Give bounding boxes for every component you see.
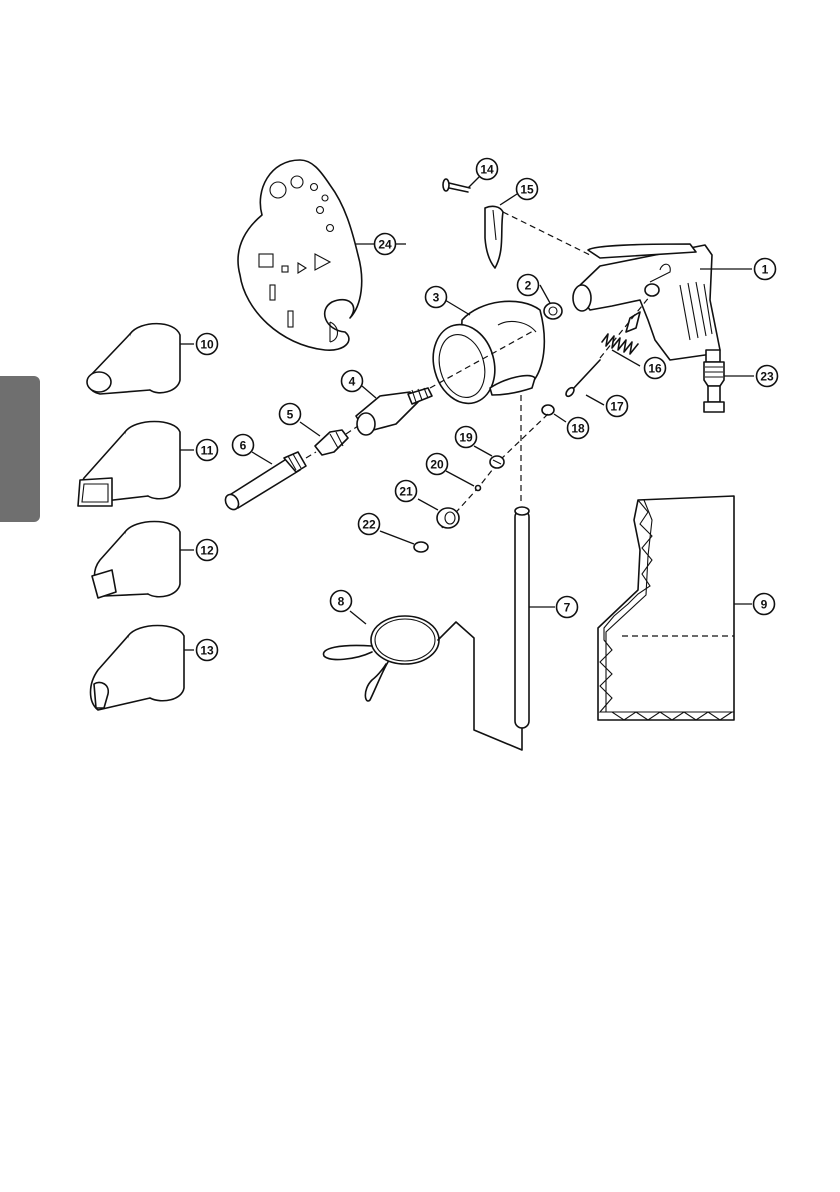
part-19-valve-cap [474,446,504,468]
callout-20: 20 [427,454,448,475]
callout-13: 13 [197,640,218,661]
part-3-container [425,300,545,410]
callout-16: 16 [645,358,666,379]
part-9-bag [598,496,752,720]
callout-2: 2 [518,275,539,296]
part-1-gun-body [573,244,752,360]
callout-number: 16 [648,362,662,376]
callout-number: 13 [200,644,214,658]
part-8-clip [323,611,522,750]
callout-12: 12 [197,540,218,561]
callout-number: 7 [564,601,571,615]
callout-number: 3 [433,291,440,305]
part-24-stencil [238,160,406,350]
part-18-washer [542,405,566,422]
callout-number: 2 [525,279,532,293]
part-7-hose [515,395,555,728]
callout-number: 10 [200,338,214,352]
callout-number: 8 [338,595,345,609]
callout-number: 21 [399,485,413,499]
callout-6: 6 [233,435,254,456]
part-16-spring [602,312,640,366]
callout-number: 24 [378,238,392,252]
callout-8: 8 [331,591,352,612]
part-22-ring [380,531,428,552]
callout-number: 14 [480,163,494,177]
callout-18: 18 [568,418,589,439]
part-12-nozzle [92,522,194,599]
callout-4: 4 [342,371,363,392]
callout-21: 21 [396,481,417,502]
callout-number: 11 [201,444,214,458]
callout-24: 24 [375,234,396,255]
callout-number: 6 [240,439,247,453]
callout-number: 17 [610,400,624,414]
part-4-coupling [356,386,432,435]
callout-9: 9 [754,594,775,615]
callout-11: 11 [197,440,218,461]
callout-number: 12 [200,544,214,558]
callout-number: 4 [349,375,356,389]
part-5-nozzle-tip [300,422,358,455]
part-13-nozzle [91,626,195,711]
callout-7: 7 [557,597,578,618]
callout-14: 14 [477,159,498,180]
part-11-nozzle [78,422,194,507]
callout-10: 10 [197,334,218,355]
callout-19: 19 [456,427,477,448]
callout-number: 22 [362,518,376,532]
part-20-ball [446,471,481,491]
callout-number: 9 [761,598,768,612]
assembly-line-trigger [503,212,590,255]
part-15-trigger [485,194,517,268]
callout-22: 22 [359,514,380,535]
part-2-nut [540,285,562,319]
part-17-needle [564,360,604,405]
part-10-nozzle [87,324,194,394]
part-23-fitting [704,350,754,412]
callout-number: 5 [287,408,294,422]
callout-3: 3 [426,287,447,308]
callout-number: 19 [459,431,473,445]
part-6-tube [223,452,316,512]
callout-number: 1 [762,263,769,277]
callout-number: 23 [760,370,774,384]
callout-15: 15 [517,179,538,200]
callout-1: 1 [755,259,776,280]
callout-number: 18 [571,422,585,436]
part-14-pin [443,175,481,192]
callout-23: 23 [757,366,778,387]
callout-17: 17 [607,396,628,417]
callout-number: 15 [520,183,534,197]
callout-number: 20 [430,458,444,472]
callout-5: 5 [280,404,301,425]
part-21-valve-seat [418,499,459,528]
